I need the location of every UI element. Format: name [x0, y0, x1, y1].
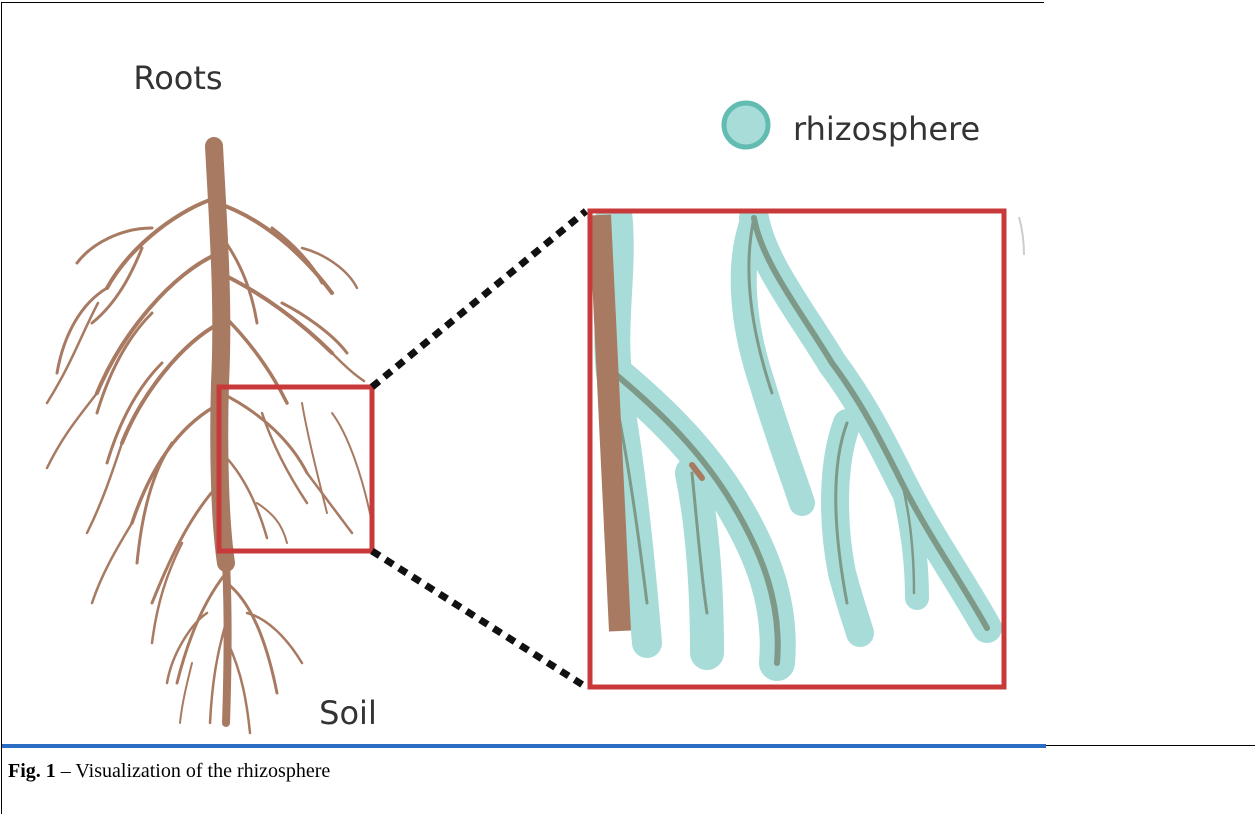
- caption-table-rule: [1046, 745, 1255, 746]
- legend: rhizosphere: [724, 103, 980, 148]
- soil-label: Soil: [319, 694, 377, 732]
- caption-divider: [2, 744, 1046, 748]
- zoomed-panel: [590, 211, 1024, 687]
- zoom-connector-top: [372, 211, 586, 387]
- zoom-region-box: [219, 387, 372, 551]
- figure-number: Fig. 1: [8, 760, 56, 782]
- scan-artifact: [1019, 217, 1024, 255]
- legend-label: rhizosphere: [793, 110, 980, 148]
- rhizosphere-halo: [612, 213, 987, 663]
- caption-text: Visualization of the rhizosphere: [75, 760, 330, 782]
- rhizosphere-diagram: Roots Soil rhizosphere: [2, 3, 1045, 745]
- root-system: [47, 146, 372, 733]
- zoom-connector-bottom: [372, 551, 586, 687]
- caption-separator: –: [56, 760, 76, 782]
- figure-caption: Fig. 1 – Visualization of the rhizospher…: [8, 760, 330, 783]
- roots-label: Roots: [133, 59, 222, 97]
- rhizosphere-legend-swatch: [724, 103, 768, 147]
- rhizosphere-figure: Roots Soil rhizosphere: [2, 3, 1045, 745]
